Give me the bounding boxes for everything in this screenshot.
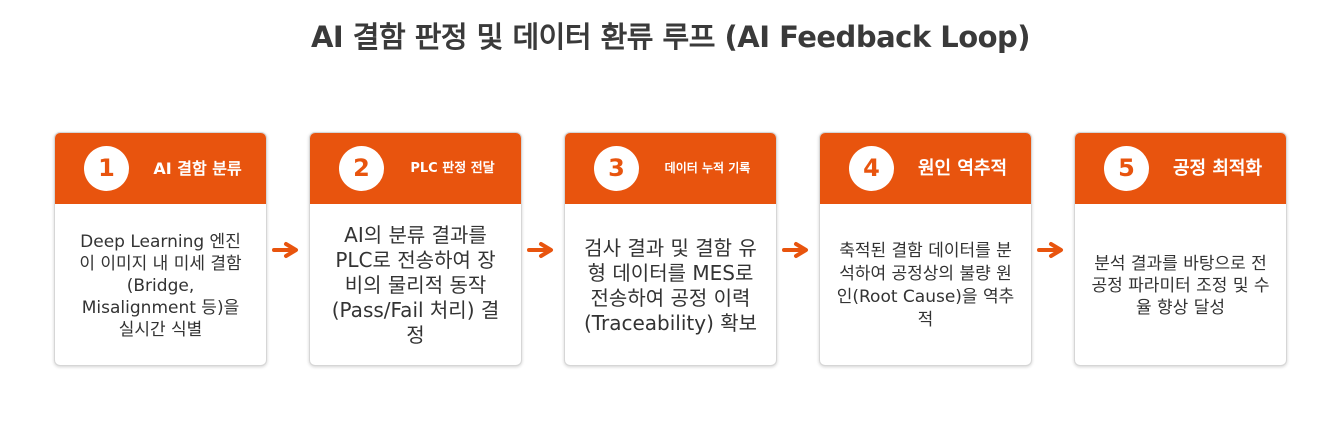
step-card-1: 1 AI 결함 분류 Deep Learning 엔진이 이미지 내 미세 결함… (54, 132, 267, 366)
arrow-right-icon (782, 242, 808, 258)
step-title: AI 결함 분류 (153, 159, 242, 178)
step-title: PLC 판정 전달 (410, 161, 495, 176)
step-description: AI의 분류 결과를 PLC로 전송하여 장비의 물리적 동작(Pass/Fai… (331, 223, 500, 347)
step-body: 검사 결과 및 결함 유형 데이터를 MES로 전송하여 공정 이력(Trace… (565, 204, 776, 365)
step-body: 분석 결과를 바탕으로 전공정 파라미터 조정 및 수율 향상 달성 (1075, 204, 1286, 365)
step-title: 공정 최적화 (1172, 158, 1263, 179)
step-description: Deep Learning 엔진이 이미지 내 미세 결함(Bridge, Mi… (79, 231, 242, 340)
step-card-4: 4 원인 역추적 축적된 결함 데이터를 분석하여 공정상의 불량 원인(Roo… (819, 132, 1032, 366)
step-header: 2 PLC 판정 전달 (310, 133, 521, 204)
step-number-badge: 1 (84, 146, 129, 191)
arrow-right-icon (1037, 242, 1063, 258)
step-number-badge: 4 (849, 146, 894, 191)
step-description: 검사 결과 및 결함 유형 데이터를 MES로 전송하여 공정 이력(Trace… (583, 235, 758, 335)
page-title: AI 결함 판정 및 데이터 환류 루프 (AI Feedback Loop) (310, 20, 1031, 54)
step-title: 원인 역추적 (917, 158, 1008, 179)
step-number-badge: 5 (1104, 146, 1149, 191)
step-body: AI의 분류 결과를 PLC로 전송하여 장비의 물리적 동작(Pass/Fai… (310, 204, 521, 365)
step-title: 데이터 누적 기록 (664, 161, 751, 175)
step-body: Deep Learning 엔진이 이미지 내 미세 결함(Bridge, Mi… (55, 204, 266, 365)
step-number-badge: 2 (339, 146, 384, 191)
step-card-5: 5 공정 최적화 분석 결과를 바탕으로 전공정 파라미터 조정 및 수율 향상… (1074, 132, 1287, 366)
step-body: 축적된 결함 데이터를 분석하여 공정상의 불량 원인(Root Cause)을… (820, 204, 1031, 365)
step-card-3: 3 데이터 누적 기록 검사 결과 및 결함 유형 데이터를 MES로 전송하여… (564, 132, 777, 366)
arrow-right-icon (527, 242, 553, 258)
step-card-2: 2 PLC 판정 전달 AI의 분류 결과를 PLC로 전송하여 장비의 물리적… (309, 132, 522, 366)
arrow-right-icon (272, 242, 298, 258)
step-header: 4 원인 역추적 (820, 133, 1031, 204)
step-header: 1 AI 결함 분류 (55, 133, 266, 204)
step-number-badge: 3 (594, 146, 639, 191)
step-description: 분석 결과를 바탕으로 전공정 파라미터 조정 및 수율 향상 달성 (1091, 253, 1270, 318)
step-header: 3 데이터 누적 기록 (565, 133, 776, 204)
step-header: 5 공정 최적화 (1075, 133, 1286, 204)
step-description: 축적된 결함 데이터를 분석하여 공정상의 불량 원인(Root Cause)을… (836, 240, 1015, 330)
